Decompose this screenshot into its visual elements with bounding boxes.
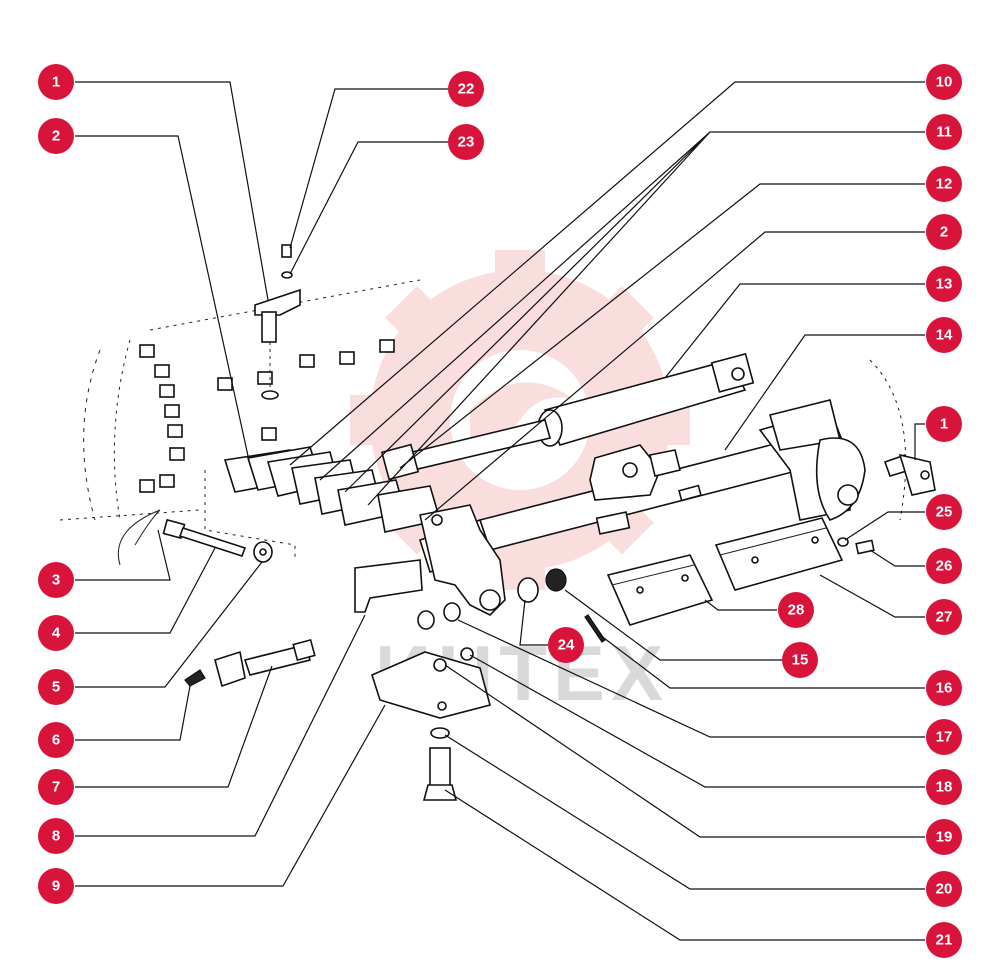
svg-text:21: 21 (936, 932, 953, 949)
callout-27: 27 (926, 599, 962, 635)
svg-text:2: 2 (52, 128, 60, 145)
callout-10: 10 (926, 64, 962, 100)
callout-14: 14 (926, 317, 962, 353)
callout-1-left-top: 1 (38, 64, 74, 100)
svg-text:18: 18 (936, 779, 953, 796)
svg-text:12: 12 (936, 176, 953, 193)
svg-text:20: 20 (936, 881, 953, 898)
svg-text:19: 19 (936, 829, 953, 846)
svg-text:6: 6 (52, 732, 60, 749)
callout-7: 7 (38, 769, 74, 805)
callout-1-right: 1 (926, 406, 962, 442)
svg-text:24: 24 (558, 637, 575, 654)
left-bolts (117, 509, 316, 688)
callout-22: 22 (448, 71, 484, 107)
svg-text:8: 8 (52, 828, 60, 845)
svg-text:22: 22 (458, 81, 475, 98)
top-pin-assembly (254, 244, 301, 400)
callout-16: 16 (926, 670, 962, 706)
callout-5: 5 (38, 669, 74, 705)
callout-25: 25 (926, 494, 962, 530)
callout-17: 17 (926, 719, 962, 755)
beam-brackets (589, 444, 702, 535)
bottom-wedge-plate (371, 647, 491, 801)
callout-26: 26 (926, 548, 962, 584)
svg-text:17: 17 (936, 729, 953, 746)
svg-text:13: 13 (936, 276, 953, 293)
callout-18: 18 (926, 769, 962, 805)
svg-text:16: 16 (936, 680, 953, 697)
stacked-plates (223, 446, 442, 533)
callout-11: 11 (926, 114, 962, 150)
callout-2-left: 2 (38, 118, 74, 154)
svg-text:1: 1 (52, 74, 60, 91)
callout-12: 12 (926, 166, 962, 202)
callout-23: 23 (448, 124, 484, 160)
callout-4: 4 (38, 615, 74, 651)
lower-arm-linkage (354, 504, 606, 643)
svg-text:14: 14 (936, 327, 953, 344)
callout-9: 9 (38, 868, 74, 904)
callout-28: 28 (778, 592, 814, 628)
svg-text:4: 4 (52, 625, 61, 642)
right-pin-assembly (837, 453, 936, 555)
svg-text:10: 10 (936, 74, 953, 91)
svg-text:28: 28 (788, 602, 805, 619)
svg-text:11: 11 (936, 124, 952, 141)
svg-text:27: 27 (936, 609, 953, 626)
svg-text:2: 2 (940, 224, 948, 241)
svg-text:5: 5 (52, 679, 60, 696)
callout-15: 15 (782, 642, 818, 678)
leader-lines (75, 81, 925, 941)
hydraulic-cylinder (380, 352, 755, 481)
svg-text:7: 7 (52, 779, 60, 796)
callout-6: 6 (38, 722, 74, 758)
callout-13: 13 (926, 266, 962, 302)
svg-text:23: 23 (458, 134, 475, 151)
svg-text:1: 1 (940, 416, 948, 433)
callout-8: 8 (38, 818, 74, 854)
svg-text:25: 25 (936, 504, 953, 521)
callout-19: 19 (926, 819, 962, 855)
callout-21: 21 (926, 922, 962, 958)
svg-text:9: 9 (52, 878, 60, 895)
mount-bolt-heads (139, 339, 395, 493)
callout-3: 3 (38, 562, 74, 598)
svg-text:26: 26 (936, 558, 953, 575)
callout-24: 24 (548, 627, 584, 663)
svg-text:3: 3 (52, 572, 60, 589)
knife-blades (606, 517, 844, 626)
callout-badges: 1 2 3 4 5 6 7 8 9 10 11 12 2 13 14 1 25 … (38, 64, 962, 958)
callout-20: 20 (926, 871, 962, 907)
callout-2-right: 2 (926, 214, 962, 250)
svg-text:15: 15 (792, 652, 809, 669)
